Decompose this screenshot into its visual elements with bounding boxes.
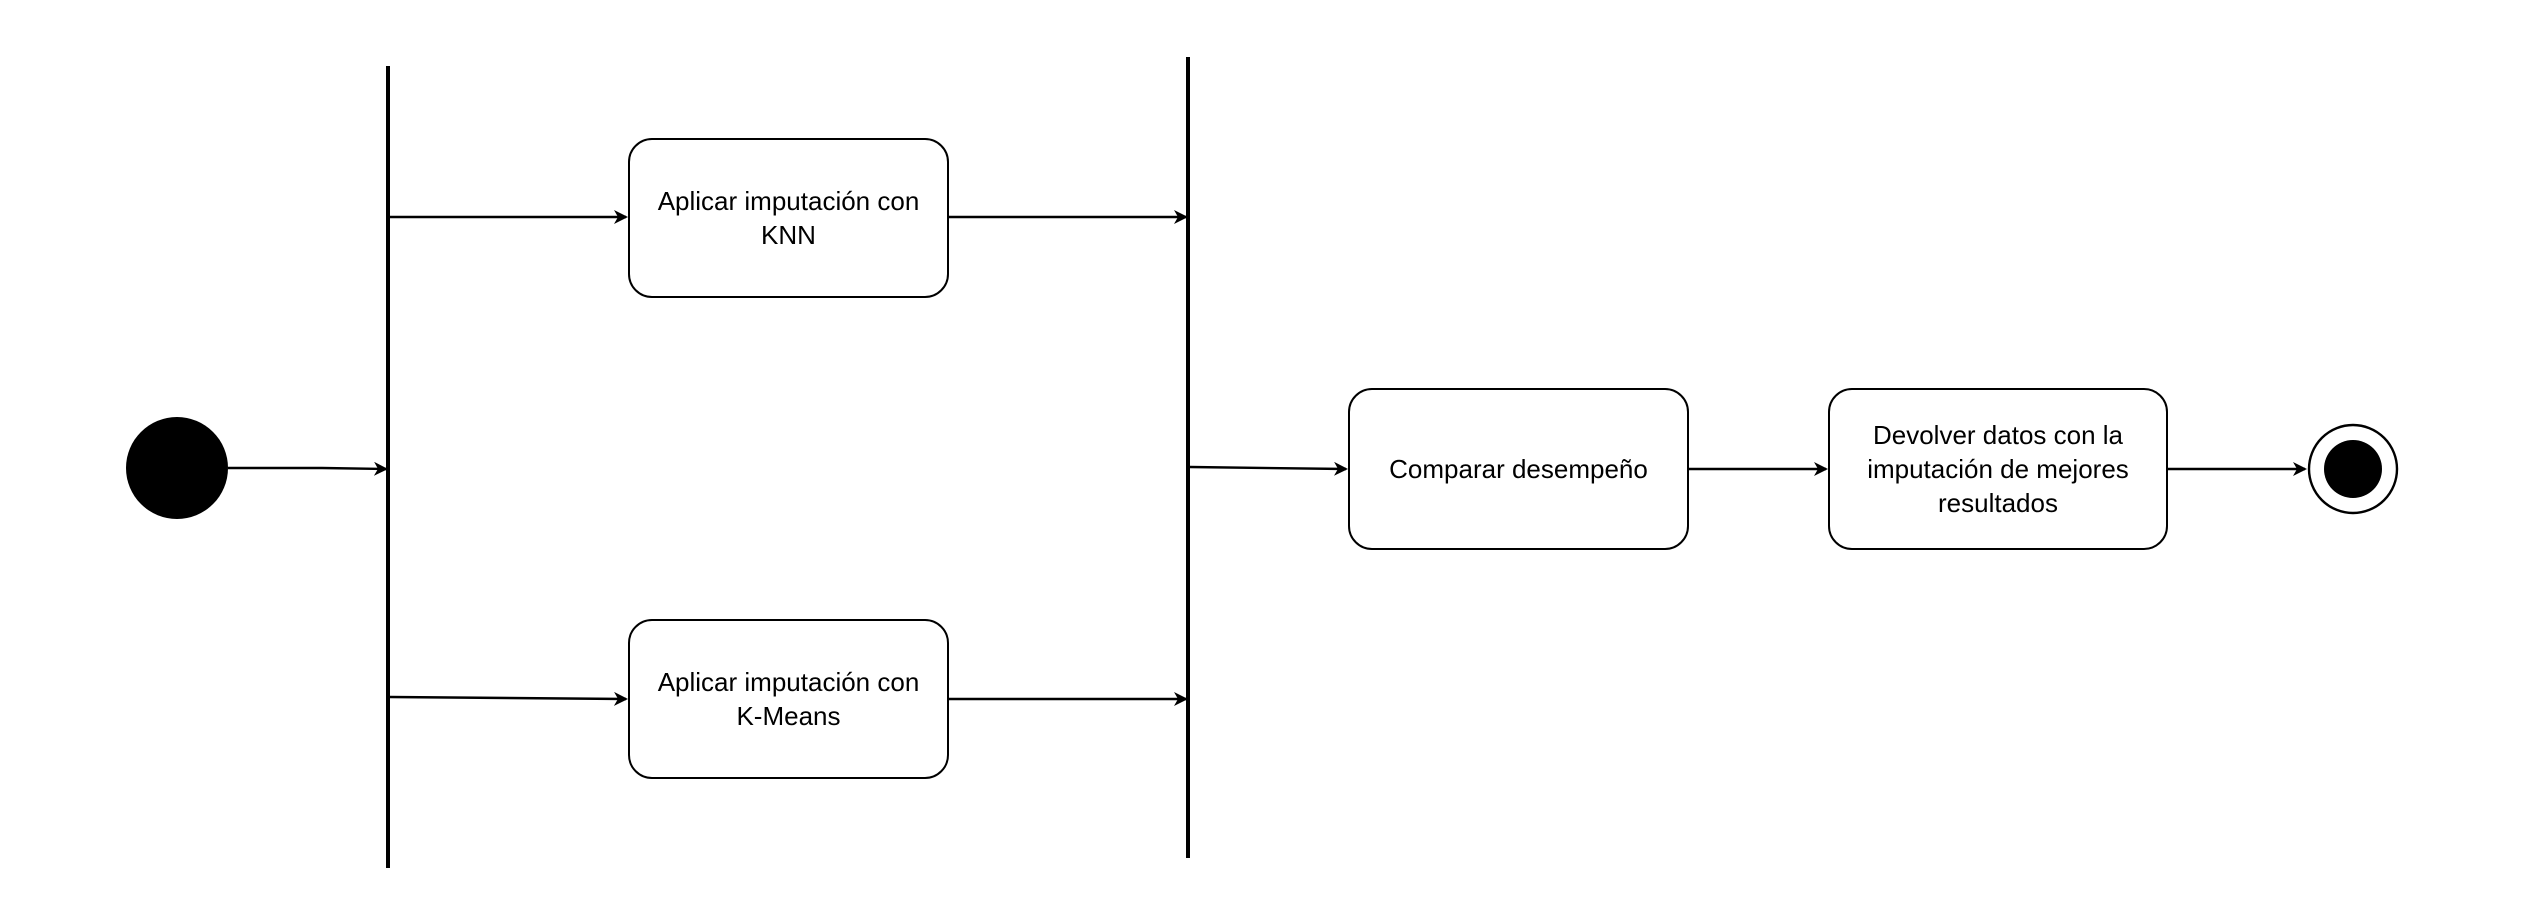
edge-initial-to-fork — [228, 461, 388, 476]
activity-kmeans: Aplicar imputación con K-Means — [628, 619, 949, 779]
activity-knn-label: Aplicar imputación con KNN — [657, 186, 920, 250]
activity-return: Devolver datos con la imputación de mejo… — [1828, 388, 2168, 550]
activity-compare-label: Comparar desempeño — [1389, 454, 1648, 484]
edge-fork-to-kmeans — [389, 691, 628, 706]
activity-compare: Comparar desempeño — [1348, 388, 1689, 550]
edge-join-to-compare — [1189, 461, 1348, 476]
activity-return-label: Devolver datos con la imputación de mejo… — [1867, 420, 2129, 518]
activity-kmeans-label: Aplicar imputación con K-Means — [657, 667, 920, 731]
final-node — [2307, 423, 2399, 515]
final-node-core — [2324, 440, 2382, 498]
initial-node — [126, 417, 228, 519]
activity-knn: Aplicar imputación con KNN — [628, 138, 949, 298]
